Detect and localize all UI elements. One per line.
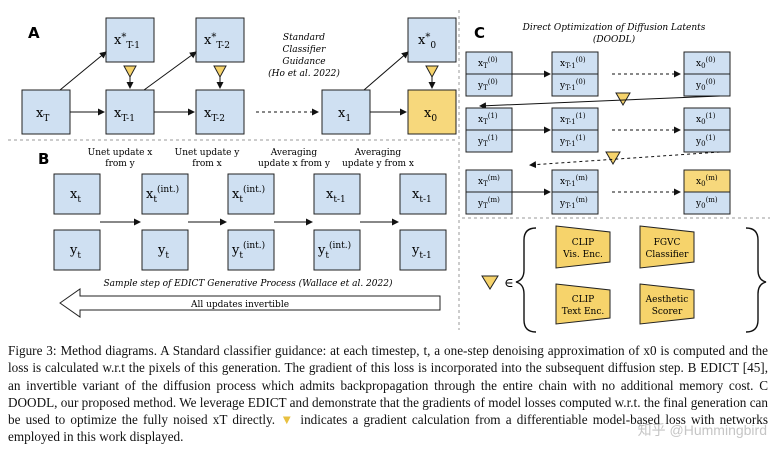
caption-last-line: indicates a gradient calculation from a … (8, 412, 768, 445)
caption-text: Method diagrams. A Standard classifier g… (8, 343, 768, 428)
watermark: 知乎 @Hummingbird (637, 422, 767, 438)
b-node-yt (53, 229, 101, 271)
c-rm-yT-1 (551, 191, 599, 215)
svg-text:Unet update x: Unet update x (88, 148, 153, 158)
c-r0-yT-1 (551, 73, 599, 97)
c-model-aesthetic-l2: Scorer (652, 307, 683, 317)
c-brace-left (515, 227, 537, 333)
svg-text:from x: from x (192, 159, 222, 169)
c-model-clip-vis-l2: Vis. Enc. (562, 250, 603, 260)
b-node-xt-int-2 (227, 173, 275, 215)
c-model-aesthetic-l1: Aesthetic (645, 295, 689, 305)
svg-text:Guidance: Guidance (282, 57, 325, 67)
svg-text:Averaging: Averaging (354, 148, 402, 158)
svg-text:Classifier: Classifier (283, 45, 327, 55)
c-model-clip-vis (555, 225, 611, 269)
c-rm-yT (465, 191, 513, 215)
b-node-yt-int-1 (227, 229, 275, 271)
c-model-fgvc-l2: Classifier (646, 250, 690, 260)
svg-text:Unet update y: Unet update y (175, 148, 241, 158)
svg-text:(Ho et al. 2022): (Ho et al. 2022) (268, 68, 340, 79)
b-node-yt-int-2 (313, 229, 361, 271)
c-model-clip-text-l2: Text Enc. (562, 307, 605, 317)
c-title: Direct Optimization of Diffusion Latents… (522, 23, 706, 45)
figure-label: Figure 3: (8, 343, 57, 358)
c-model-clip-text (555, 283, 611, 325)
b-invertible-note: All updates invertible (190, 300, 289, 310)
svg-text:Averaging: Averaging (270, 148, 318, 158)
b-step-labels: Unet update x from y Unet update y from … (88, 148, 414, 169)
c-model-aesthetic (639, 283, 695, 325)
a-node-xT-2 (195, 89, 245, 135)
panel-a-label: A (28, 24, 40, 42)
c-membership: ∈ (504, 276, 514, 291)
c-r1-y0 (683, 129, 731, 153)
c-legend-triangle (481, 275, 499, 290)
b-xlabel-1: xt (70, 187, 81, 205)
a-grad-triangle-1 (123, 65, 137, 79)
c-r1-yT (465, 129, 513, 153)
a-top-node-3 (407, 17, 457, 63)
panel-c-label: C (474, 24, 485, 42)
a-grad-triangle-2 (213, 65, 227, 79)
b-node-xt-1-b (399, 173, 447, 215)
a-guidance-note: Standard Classifier Guidance (Ho et al. … (268, 33, 340, 79)
b-node-xt-1-a (313, 173, 361, 215)
c-model-fgvc-l1: FGVC (654, 238, 681, 248)
a-top-node-2 (195, 17, 245, 63)
a-node-xT (21, 89, 71, 135)
b-sample-caption: Sample step of EDICT Generative Process … (104, 278, 393, 289)
svg-text:Standard: Standard (283, 33, 325, 43)
b-node-yt-1 (399, 229, 447, 271)
b-node-yt-2 (141, 229, 189, 271)
svg-text:update y from x: update y from x (342, 159, 414, 169)
b-node-xt (53, 173, 101, 215)
b-invertible-arrow (59, 288, 441, 318)
a-grad-triangle-3 (425, 65, 439, 79)
a-top-node-1 (105, 17, 155, 63)
c-rm-y0 (683, 191, 731, 215)
a-node-x0 (407, 89, 457, 135)
c-brace-right (745, 227, 767, 333)
c-r0-y0 (683, 73, 731, 97)
figure-caption: Figure 3: Method diagrams. A Standard cl… (8, 342, 768, 446)
svg-text:Direct Optimization of Diffusi: Direct Optimization of Diffusion Latents (522, 23, 706, 33)
c-r0-yT (465, 73, 513, 97)
c-model-clip-vis-l1: CLIP (572, 238, 594, 248)
c-model-clip-text-l1: CLIP (572, 295, 594, 305)
svg-text:update x from y: update x from y (258, 159, 331, 169)
c-grad-triangle-1 (615, 92, 631, 106)
b-node-xt-int-1 (141, 173, 189, 215)
panel-b-label: B (38, 150, 49, 168)
a-node-xT-1 (105, 89, 155, 135)
svg-text:from y: from y (105, 159, 135, 169)
a-node-x1 (321, 89, 371, 135)
gradient-triangle-icon: ▼ (280, 412, 296, 428)
svg-text:(DOODL): (DOODL) (593, 34, 636, 45)
c-r1-yT-1 (551, 129, 599, 153)
c-model-fgvc (639, 225, 695, 269)
c-grad-triangle-2 (605, 151, 621, 165)
method-diagram: A x*T-1 x*T-2 x*0 xT xT-1 xT-2 x1 x0 Sta… (8, 10, 770, 333)
